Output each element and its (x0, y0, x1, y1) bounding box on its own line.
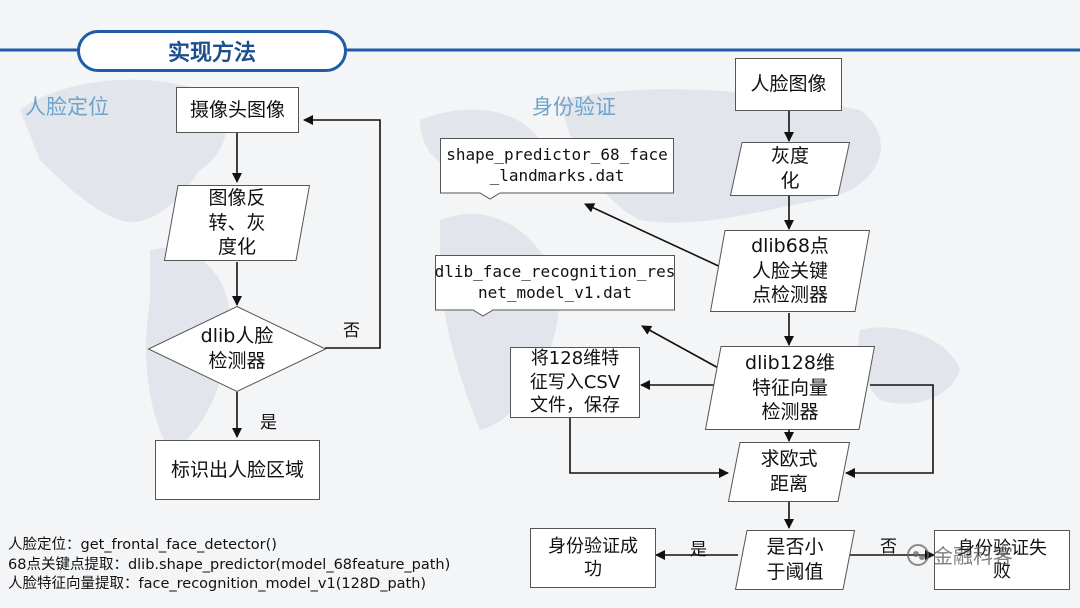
flip-grayscale-label: 图像反 转、灰 度化 (208, 186, 266, 259)
csv-save-box: 将128维特 征写入CSV 文件，保存 (510, 347, 640, 418)
section-title-identity-verification: 身份验证 (532, 95, 616, 119)
watermark: 金融科客 (907, 540, 1013, 569)
threshold-yes-label: 是 (690, 540, 707, 560)
face-image-box: 人脸图像 (735, 58, 842, 111)
face-detector-label: dlib人脸 检测器 (200, 325, 274, 372)
grayscale-label: 灰度 化 (770, 145, 809, 192)
euclidean-distance-label: 求欧式 距离 (760, 448, 818, 495)
section-title-face-locating: 人脸定位 (25, 95, 109, 119)
resnet-model-filename: dlib_face_recognition_res net_model_v1.d… (434, 262, 676, 302)
mark-face-region-box: 标识出人脸区域 (155, 440, 320, 500)
threshold-decision: 是否小 于阈值 (734, 530, 856, 590)
face-detector-decision: dlib人脸 检测器 (147, 305, 327, 393)
landmark-detector-step: dlib68点 人脸关键 点检测器 (709, 230, 871, 312)
resnet-model-file: dlib_face_recognition_res net_model_v1.d… (435, 255, 675, 317)
feature-detector-label: dlib128维 特征向量 检测器 (745, 351, 835, 424)
page-title: 实现方法 (77, 30, 347, 72)
note-feature-extraction: 人脸特征向量提取：face_recognition_model_v1(128D_… (8, 576, 427, 592)
verification-success-box: 身份验证成 功 (530, 528, 656, 588)
landmark-model-file: shape_predictor_68_face _landmarks.dat (440, 138, 674, 200)
grayscale-step: 灰度 化 (729, 142, 851, 196)
detector-yes-label: 是 (260, 413, 277, 433)
wechat-icon (907, 543, 929, 566)
landmark-model-filename: shape_predictor_68_face _landmarks.dat (446, 145, 668, 185)
note-landmark-extraction: 68点关键点提取：dlib.shape_predictor(model_68fe… (8, 556, 451, 573)
feature-detector-step: dlib128维 特征向量 检测器 (704, 346, 876, 430)
api-notes: 人脸定位：get_frontal_face_detector() 68点关键点提… (8, 536, 450, 595)
watermark-text: 金融科客 (933, 544, 1013, 568)
threshold-label: 是否小 于阈值 (766, 536, 824, 583)
note-face-locating: 人脸定位：get_frontal_face_detector() (8, 537, 277, 553)
flip-grayscale-step: 图像反 转、灰 度化 (163, 185, 311, 261)
threshold-no-label: 否 (880, 537, 897, 557)
landmark-detector-label: dlib68点 人脸关键 点检测器 (751, 234, 829, 307)
euclidean-distance-step: 求欧式 距离 (727, 442, 851, 502)
detector-no-label: 否 (343, 321, 360, 341)
camera-image-box: 摄像头图像 (176, 87, 299, 133)
verification-fail-box: 身份验证失 败 (934, 530, 1070, 590)
